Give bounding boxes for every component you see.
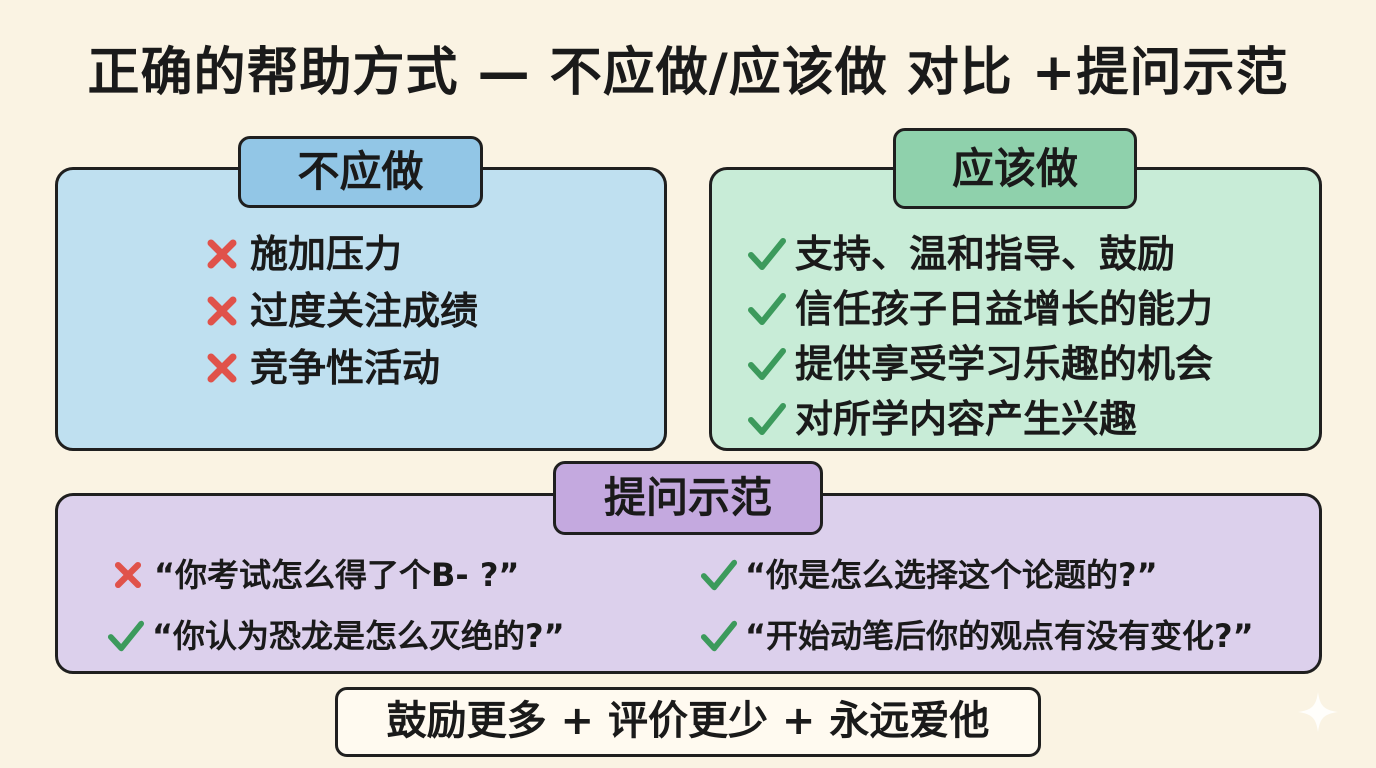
check-icon	[697, 553, 741, 597]
sparkle-icon	[1298, 692, 1338, 732]
do-item: 信任孩子日益增长的能力	[745, 287, 1213, 331]
questions-label: 提问示范	[553, 461, 823, 535]
check-icon	[697, 614, 741, 658]
cross-icon	[200, 346, 244, 390]
dont-item-text: 过度关注成绩	[250, 289, 479, 333]
do-item: 提供享受学习乐趣的机会	[745, 342, 1213, 386]
question-text: “你认为恐龙是怎么灭绝的?”	[152, 617, 565, 655]
do-item-text: 对所学内容产生兴趣	[795, 397, 1138, 441]
question-item: “你考试怎么得了个B- ?”	[106, 553, 519, 597]
dont-item: 竞争性活动	[200, 346, 440, 390]
question-item: “你是怎么选择这个论题的?”	[697, 553, 1158, 597]
do-item-text: 提供享受学习乐趣的机会	[795, 342, 1214, 386]
do-item: 支持、温和指导、鼓励	[745, 232, 1175, 276]
dont-item-text: 施加压力	[250, 232, 403, 276]
question-text: “你考试怎么得了个B- ?”	[154, 556, 520, 594]
do-item: 对所学内容产生兴趣	[745, 397, 1137, 441]
check-icon	[745, 287, 789, 331]
check-icon	[745, 232, 789, 276]
cross-icon	[200, 232, 244, 276]
do-item-text: 支持、温和指导、鼓励	[795, 232, 1176, 276]
question-text: “开始动笔后你的观点有没有变化?”	[745, 617, 1254, 655]
check-icon	[745, 342, 789, 386]
do-panel	[709, 167, 1322, 451]
do-label: 应该做	[893, 128, 1137, 209]
cross-icon	[106, 553, 150, 597]
summary-banner: 鼓励更多 + 评价更少 + 永远爱他	[335, 687, 1041, 757]
dont-item: 过度关注成绩	[200, 289, 478, 333]
dont-panel	[55, 167, 667, 451]
dont-item: 施加压力	[200, 232, 402, 276]
cross-icon	[200, 289, 244, 333]
dont-label: 不应做	[238, 136, 483, 208]
dont-item-text: 竞争性活动	[250, 346, 441, 390]
question-item: “开始动笔后你的观点有没有变化?”	[697, 614, 1254, 658]
check-icon	[104, 614, 148, 658]
check-icon	[745, 397, 789, 441]
question-item: “你认为恐龙是怎么灭绝的?”	[104, 614, 565, 658]
page-title: 正确的帮助方式 — 不应做/应该做 对比 +提问示范	[87, 43, 1289, 103]
question-text: “你是怎么选择这个论题的?”	[745, 556, 1158, 594]
do-item-text: 信任孩子日益增长的能力	[795, 287, 1214, 331]
